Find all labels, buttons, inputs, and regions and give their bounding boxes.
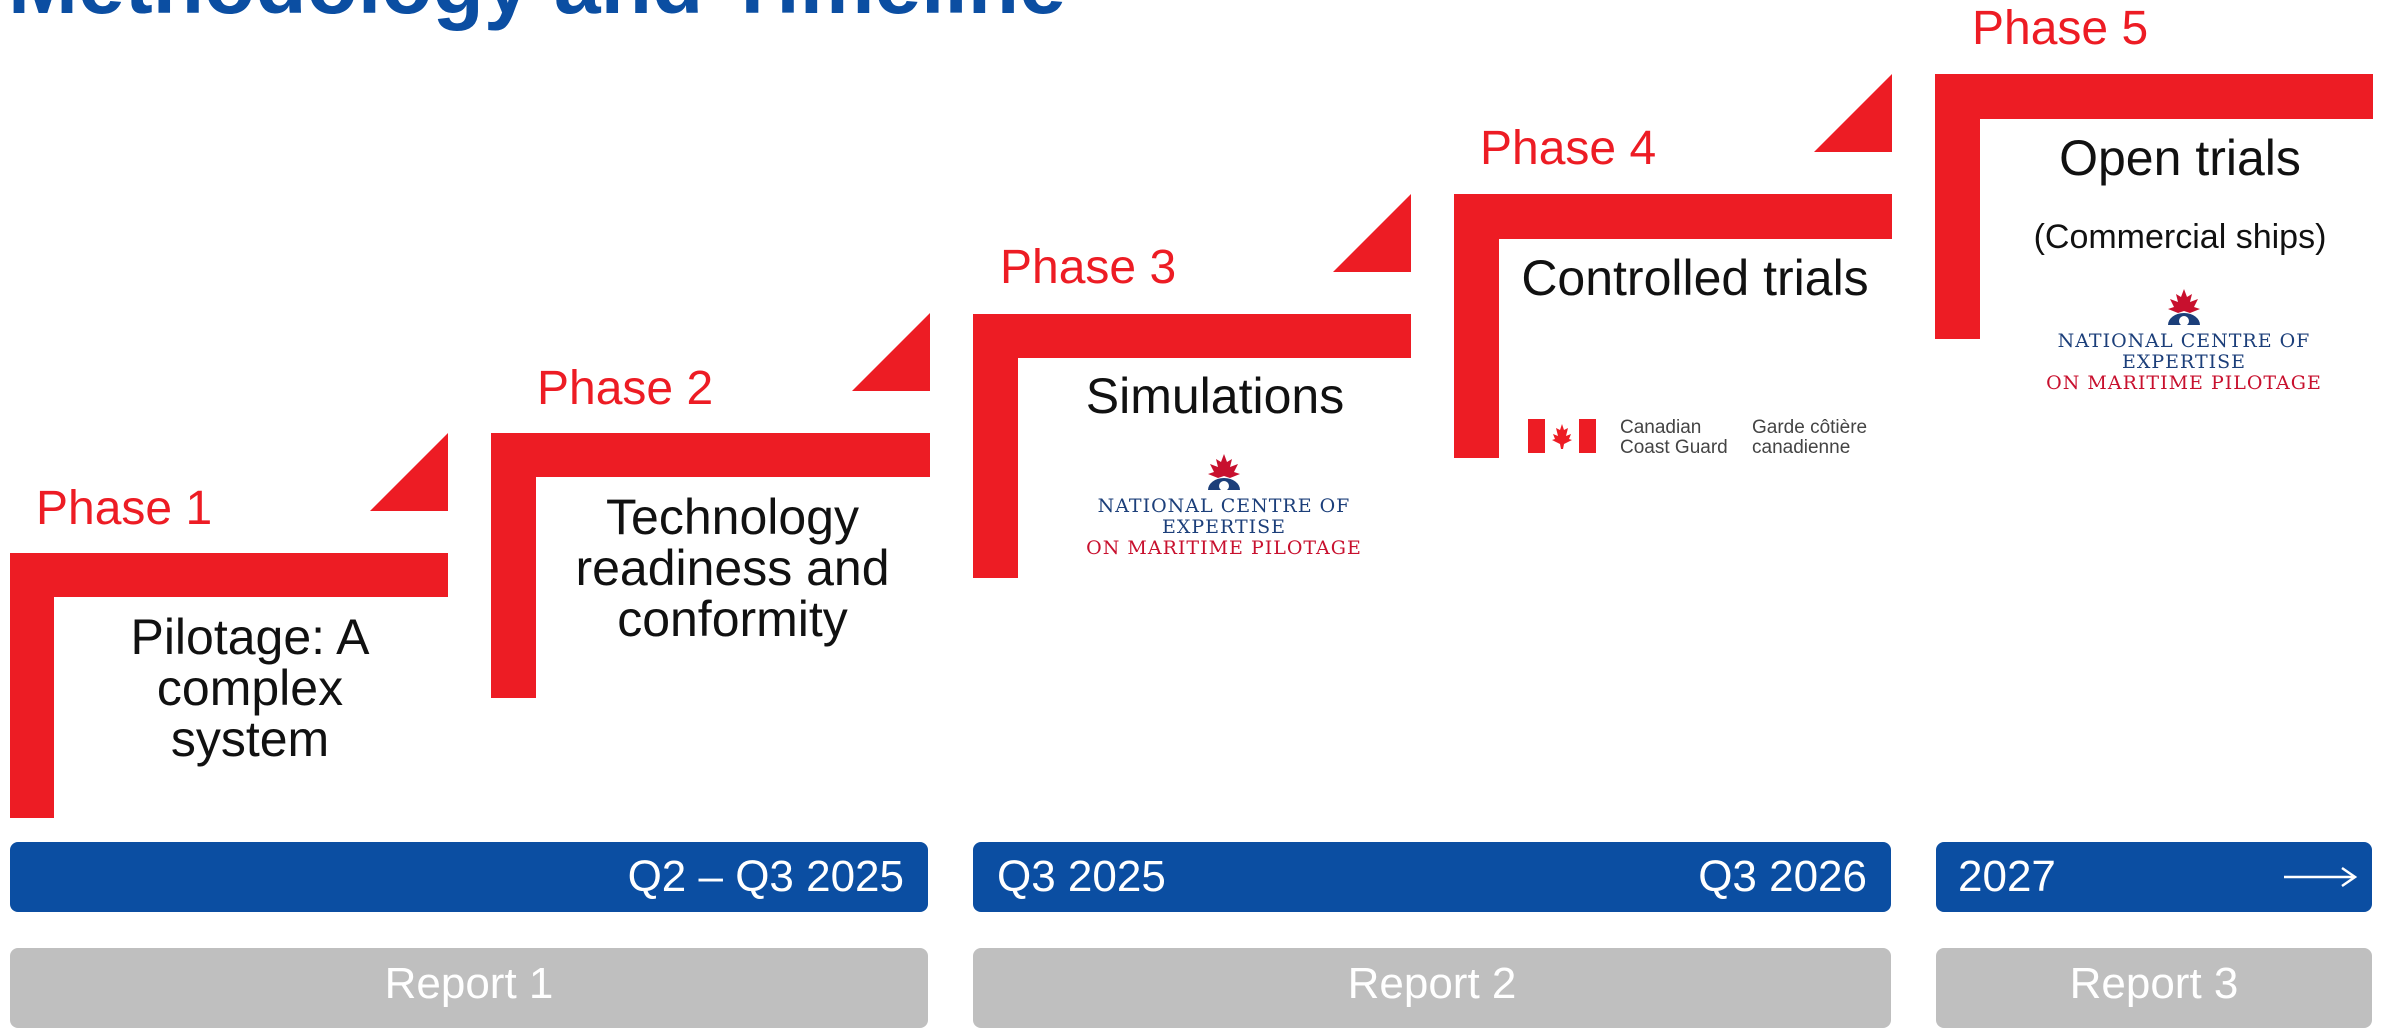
report-1: Report 1 [10, 948, 928, 1028]
timeline-bar-1: Q2 – Q3 2025 [10, 842, 928, 912]
page-title: Methodology and Timeline [8, 0, 1066, 26]
phase-2-step-arrow [852, 313, 930, 391]
report-3: Report 3 [1936, 948, 2372, 1028]
ccg-fr-line2: canadienne [1752, 437, 1851, 458]
phase-1-step-riser [10, 553, 54, 818]
phase-4-step-riser [1454, 194, 1499, 458]
phase-4-label: Phase 4 [1480, 122, 1657, 175]
ncem-line1: NATIONAL CENTRE OF EXPERTISE [1097, 495, 1351, 538]
phase-1-label: Phase 1 [36, 482, 213, 535]
maple-leaf-wheel-icon [2168, 289, 2200, 326]
ncem-logo-2: NATIONAL CENTRE OF EXPERTISE ON MARITIME… [2024, 287, 2344, 394]
phase-2-step-top [491, 433, 930, 477]
timeline-bar-2-end: Q3 2026 [1698, 852, 1867, 901]
ccg-fr-line1: Garde côtière [1752, 417, 1868, 438]
phase-2-label: Phase 2 [537, 362, 714, 415]
phase-1-step-arrow [370, 433, 448, 511]
phase-4-text: Controlled trials [1521, 250, 1869, 306]
phase-1-text: Pilotage: A complex system [130, 609, 370, 767]
canada-flag-icon [1528, 419, 1596, 453]
phase-5-label: Phase 5 [1972, 2, 2149, 55]
phase-2-text: Technology readiness and conformity [575, 489, 890, 647]
phase-3-step-arrow [1333, 194, 1411, 272]
timeline-bar-2-start: Q3 2025 [997, 852, 1166, 901]
phase-5-step-riser [1935, 74, 1980, 339]
phase-2-step-riser [491, 433, 536, 698]
ncem-logo: NATIONAL CENTRE OF EXPERTISE ON MARITIME… [1064, 452, 1384, 559]
report-2: Report 2 [973, 948, 1891, 1028]
phase-4-step-arrow [1814, 74, 1892, 152]
ncem-line1: NATIONAL CENTRE OF EXPERTISE [2057, 330, 2311, 373]
ccg-en-line1: Canadian [1620, 417, 1702, 438]
maple-leaf-wheel-icon [1208, 454, 1240, 491]
ncem-line2: ON MARITIME PILOTAGE [1086, 537, 1362, 559]
timeline-bar-3-label: 2027 [1958, 852, 2056, 901]
ccg-name-en: Canadian Coast Guard [1620, 418, 1728, 458]
phase-1-step-top [10, 553, 448, 597]
phase-5-step-top [1935, 74, 2373, 119]
phase-5-text: Open trials [2059, 130, 2301, 186]
arrow-right-icon [2284, 866, 2358, 888]
timeline-bar-2: Q3 2025 Q3 2026 [973, 842, 1891, 912]
phase-3-step-riser [973, 314, 1018, 578]
timeline-bar-1-label: Q2 – Q3 2025 [627, 852, 904, 901]
ccg-en-line2: Coast Guard [1620, 437, 1728, 458]
phase-5-subtext: (Commercial ships) [2033, 218, 2327, 256]
phase-4-step-top [1454, 194, 1892, 239]
ccg-name-fr: Garde côtière canadienne [1752, 418, 1867, 458]
phase-3-label: Phase 3 [1000, 241, 1177, 294]
ncem-line2: ON MARITIME PILOTAGE [2046, 372, 2322, 394]
phase-3-step-top [973, 314, 1411, 358]
phase-3-text: Simulations [1085, 368, 1345, 424]
timeline-bar-3: 2027 [1936, 842, 2372, 912]
